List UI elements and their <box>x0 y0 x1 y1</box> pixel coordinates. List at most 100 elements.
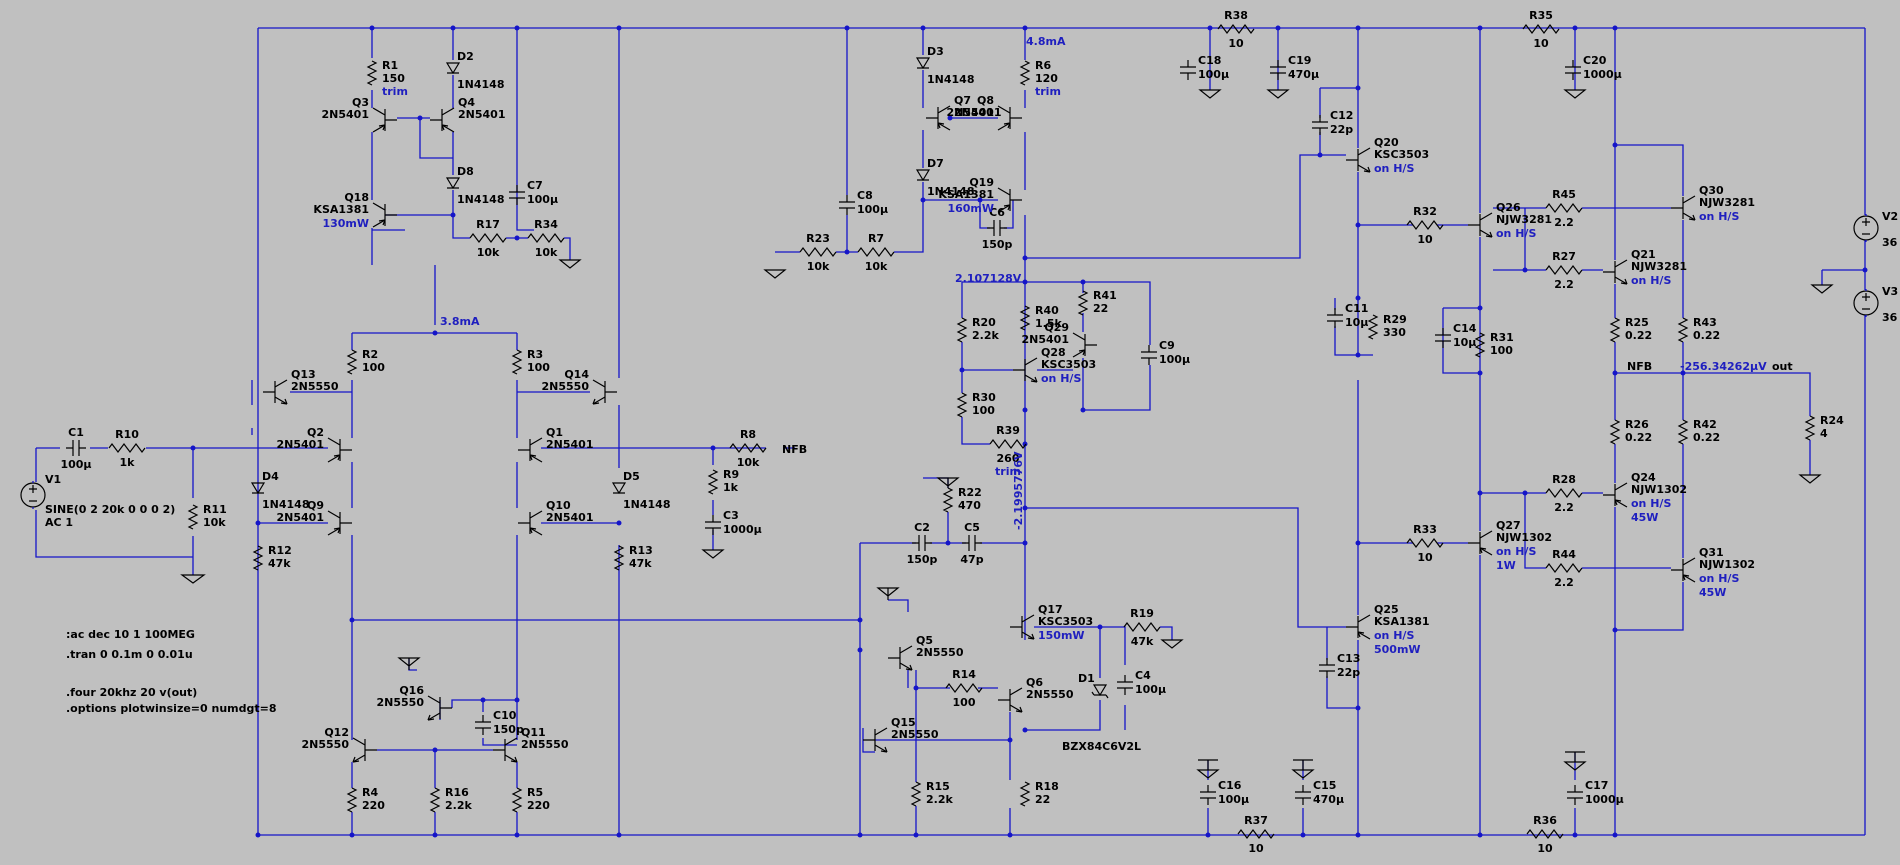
resistor-value: 260 <box>997 452 1020 465</box>
resistor-ref: R23 <box>806 232 830 245</box>
source-value: 36 <box>1882 236 1898 249</box>
transistor-dissipation: 160mW <box>947 202 994 215</box>
resistor-value: 120 <box>1035 72 1058 85</box>
resistor-value: 22 <box>1093 302 1108 315</box>
resistor-value: 10 <box>1417 233 1433 246</box>
transistor-ref: Q11 <box>521 726 546 739</box>
transistor-dissipation: on H/S <box>1496 227 1536 240</box>
transistor-dissipation: on H/S <box>1374 629 1414 642</box>
operating-point: -2.1995776V <box>1012 451 1025 530</box>
source-value: SINE(0 2 20k 0 0 0 2) <box>45 503 175 516</box>
resistor-ref: R14 <box>952 668 976 681</box>
operating-point: 2.107128V <box>955 272 1022 285</box>
transistor-model: 2N5401 <box>1022 333 1069 346</box>
resistor-ref: R22 <box>958 486 982 499</box>
resistor-ref: R39 <box>996 424 1020 437</box>
capacitor-value: 150p <box>493 723 524 736</box>
capacitor-value: 100µ <box>1159 353 1190 366</box>
source-ac: AC 1 <box>45 516 73 529</box>
resistor-note: trim <box>995 465 1021 478</box>
transistor-model: KSC3503 <box>1038 615 1093 628</box>
resistor-value: 2.2k <box>926 793 953 806</box>
transistor-dissipation: on H/S <box>1631 497 1671 510</box>
transistor-model: 2N5401 <box>947 106 994 119</box>
capacitor-ref: C8 <box>857 189 873 202</box>
resistor-value: 47k <box>629 557 652 570</box>
transistor-ref: Q5 <box>916 634 933 647</box>
resistor-ref: R30 <box>972 391 996 404</box>
diode-value: BZX84C6V2L <box>1062 740 1141 753</box>
resistor-value: 0.22 <box>1693 431 1720 444</box>
transistor-dissipation: 130mW <box>322 217 369 230</box>
diode-value: 1N4148 <box>927 73 974 86</box>
resistor-value: 100 <box>1490 344 1513 357</box>
diode-ref: D5 <box>623 470 640 483</box>
capacitor-value: 22p <box>1337 666 1360 679</box>
resistor-ref: R43 <box>1693 316 1717 329</box>
resistor-value: 10 <box>1417 551 1433 564</box>
resistor-value: 100 <box>362 361 385 374</box>
resistor-value: 330 <box>1383 326 1406 339</box>
capacitor-value: 10µ <box>1345 316 1368 329</box>
diode-value: 1N4148 <box>457 78 504 91</box>
transistor-model: 2N5550 <box>1026 688 1074 701</box>
resistor-value: 2.2k <box>445 799 472 812</box>
capacitor-value: 1000µ <box>1583 68 1622 81</box>
resistor-note: trim <box>1035 85 1061 98</box>
resistor-ref: R2 <box>362 348 378 361</box>
transistor-model: 2N5401 <box>954 106 1001 119</box>
resistor-ref: R4 <box>362 786 378 799</box>
resistor-value: 2.2 <box>1554 501 1574 514</box>
diode-value: 1N4148 <box>623 498 670 511</box>
diode-d3: D3 1N4148 <box>915 45 974 86</box>
directive-tran: .tran 0 0.1m 0 0.01u <box>66 648 193 661</box>
resistor-ref: R7 <box>868 232 884 245</box>
capacitor-ref: C7 <box>527 179 543 192</box>
transistor-ref: Q26 <box>1496 201 1521 214</box>
transistor-power: 500mW <box>1374 643 1421 656</box>
resistor-ref: R19 <box>1130 607 1154 620</box>
transistor-ref: Q12 <box>324 726 349 739</box>
transistor-model: 2N5550 <box>542 380 590 393</box>
diode-ref: D3 <box>927 45 944 58</box>
transistor-model: NJW3281 <box>1699 196 1755 209</box>
directive-ac: :ac dec 10 1 100MEG <box>66 628 195 641</box>
transistor-model: KSC3503 <box>1041 358 1096 371</box>
diode-d5: D5 1N4148 <box>611 470 670 511</box>
